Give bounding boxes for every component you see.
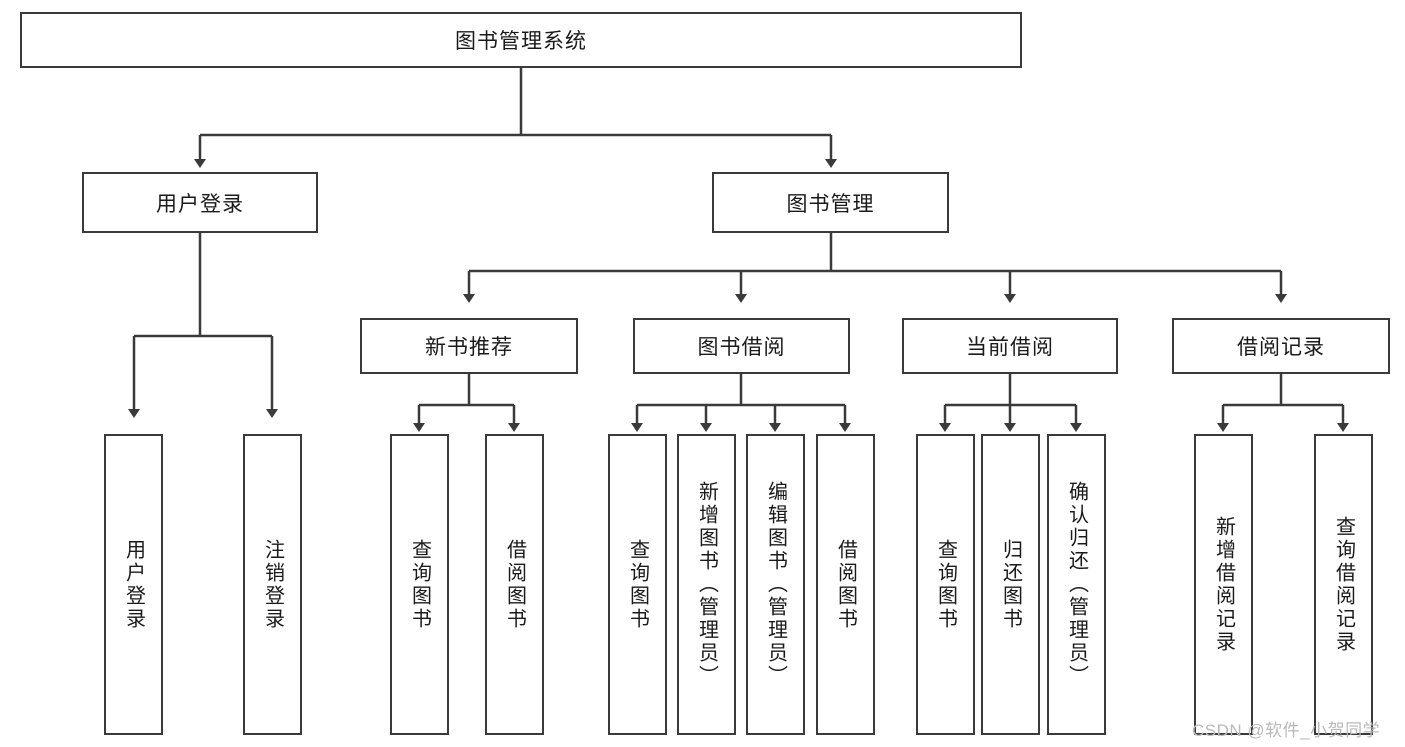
node-borrow-record[interactable]: 借阅记录	[1172, 318, 1390, 374]
leaf-current-borrow-confirm-label: 确认归还（管理员）	[1065, 481, 1088, 688]
leaf-borrow-record-add[interactable]: 新增借阅记录	[1194, 434, 1253, 735]
node-current-borrow-label: 当前借阅	[966, 336, 1054, 359]
leaf-book-borrow-add-label: 新增图书（管理员）	[695, 481, 718, 688]
leaf-current-borrow-return-label: 归还图书	[999, 538, 1022, 631]
node-book-management-label: 图书管理	[786, 192, 875, 216]
leaf-book-borrow-borrow-label: 借阅图书	[834, 538, 857, 631]
leaf-new-book-borrow[interactable]: 借阅图书	[485, 434, 544, 735]
leaf-book-borrow-edit-label: 编辑图书（管理员）	[764, 481, 787, 688]
leaf-current-borrow-confirm[interactable]: 确认归还（管理员）	[1047, 434, 1106, 735]
leaf-book-borrow-borrow[interactable]: 借阅图书	[816, 434, 875, 735]
leaf-new-book-borrow-label: 借阅图书	[503, 538, 526, 631]
node-user-login[interactable]: 用户登录	[82, 172, 318, 233]
node-user-login-label: 用户登录	[156, 192, 244, 216]
leaf-book-borrow-query[interactable]: 查询图书	[608, 434, 667, 735]
leaf-book-borrow-edit[interactable]: 编辑图书（管理员）	[746, 434, 805, 735]
node-root[interactable]: 图书管理系统	[20, 12, 1022, 68]
node-new-book-recommend[interactable]: 新书推荐	[360, 318, 578, 374]
leaf-borrow-record-add-label: 新增借阅记录	[1212, 515, 1235, 654]
leaf-user-login-logout-label: 注销登录	[261, 538, 284, 631]
leaf-borrow-record-query-label: 查询借阅记录	[1332, 515, 1355, 654]
node-book-borrow[interactable]: 图书借阅	[633, 318, 850, 374]
leaf-book-borrow-add[interactable]: 新增图书（管理员）	[677, 434, 736, 735]
leaf-current-borrow-query-label: 查询图书	[934, 538, 957, 631]
node-book-borrow-label: 图书借阅	[697, 336, 786, 359]
node-root-label: 图书管理系统	[455, 30, 587, 53]
node-current-borrow[interactable]: 当前借阅	[902, 318, 1118, 374]
node-book-management[interactable]: 图书管理	[712, 172, 949, 233]
leaf-current-borrow-query[interactable]: 查询图书	[916, 434, 975, 735]
leaf-book-borrow-query-label: 查询图书	[626, 538, 649, 631]
csdn-watermark: CSDN @软件_小贺同学	[1192, 721, 1381, 740]
node-new-book-recommend-label: 新书推荐	[425, 336, 513, 359]
leaf-borrow-record-query[interactable]: 查询借阅记录	[1314, 434, 1373, 735]
leaf-user-login-login[interactable]: 用户登录	[104, 434, 163, 735]
leaf-current-borrow-return[interactable]: 归还图书	[981, 434, 1040, 735]
leaf-user-login-login-label: 用户登录	[122, 538, 145, 631]
leaf-new-book-query-label: 查询图书	[408, 538, 431, 631]
leaf-user-login-logout[interactable]: 注销登录	[243, 434, 302, 735]
leaf-new-book-query[interactable]: 查询图书	[390, 434, 449, 735]
node-borrow-record-label: 借阅记录	[1237, 336, 1325, 359]
